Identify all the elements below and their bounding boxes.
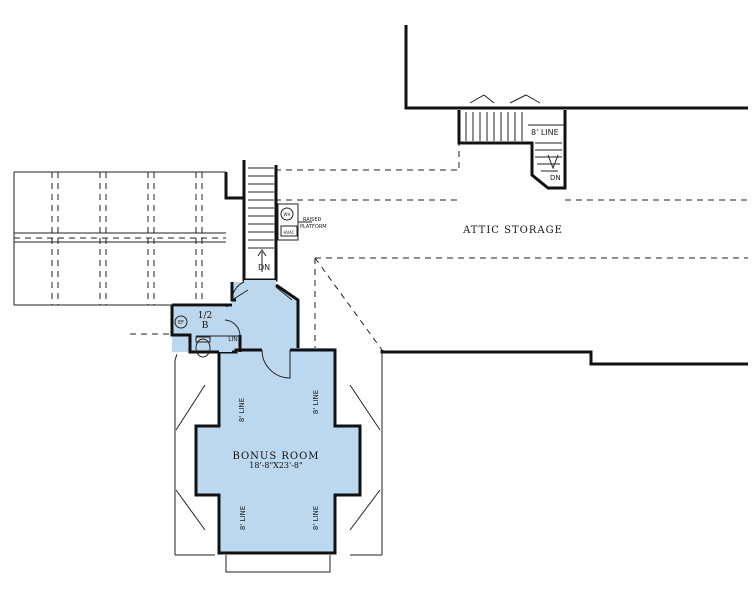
attic-stair (457, 110, 567, 190)
raised-label-2: PLATFORM (300, 224, 327, 230)
half-bath-label-top: 1/2 (198, 311, 212, 321)
attic-storage-label: ATTIC STORAGE (462, 225, 563, 236)
eight-line-right-bottom: 8' LINE (312, 506, 320, 530)
eight-line-left-top: 8' LINE (238, 398, 246, 422)
wh-label: WH (284, 212, 291, 217)
dn-attic-label: DN (550, 174, 561, 182)
half-bath-label-bottom: B (202, 321, 209, 331)
hvac-label: HVAC (284, 230, 295, 235)
dn-main-label: DN (258, 263, 270, 272)
bonus-room-label: BONUS ROOM (232, 451, 319, 462)
eight-line-left-bottom: 8' LINE (239, 506, 247, 530)
lin-label: LIN (228, 336, 238, 343)
eight-line-right-top: 8' LINE (312, 390, 320, 414)
main-stair (224, 160, 278, 282)
attic-dashed-boundaries (130, 94, 748, 573)
raised-label-1: RAISED (303, 217, 321, 223)
ef-label: EF (178, 320, 184, 326)
mechanical-area (277, 203, 312, 241)
bonus-room-size: 18'-8"X23'-8" (249, 461, 302, 470)
room-fill (196, 280, 360, 553)
bonus-room-shape (194, 280, 362, 555)
eight-line-attic-label: 8' LINE (531, 128, 559, 137)
attic-outline (380, 25, 748, 366)
trellis-grid (13, 171, 226, 306)
half-bath (170, 303, 242, 358)
